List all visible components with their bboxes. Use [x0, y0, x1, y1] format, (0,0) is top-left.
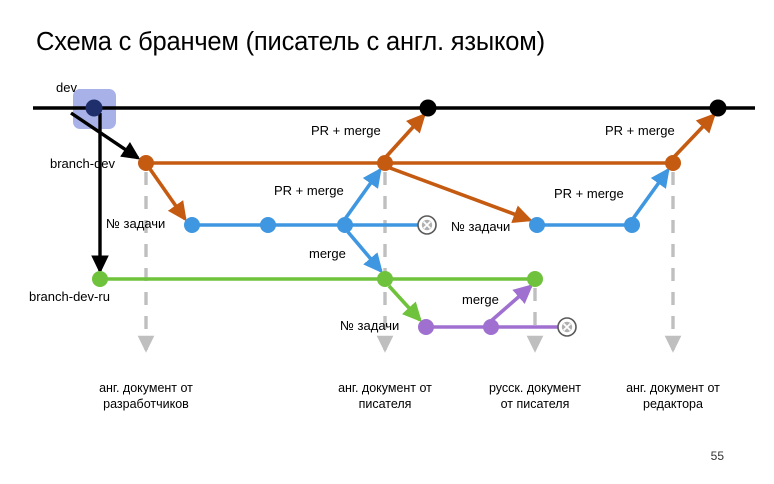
label-pr-merge-3: PR + merge: [605, 123, 675, 138]
node-task-purple-1[interactable]: [418, 319, 434, 335]
label-dev: dev: [56, 80, 77, 95]
node-task-blue-b-1[interactable]: [529, 217, 545, 233]
arrow-branch-dev-to-dev-2: [671, 112, 716, 160]
caption-2-line1: анг. документ от: [338, 381, 432, 395]
label-pr-merge-2: PR + merge: [274, 183, 344, 198]
label-task-purple-1: № задачи: [340, 318, 400, 333]
node-dev-start[interactable]: [85, 99, 103, 117]
label-pr-merge-4: PR + merge: [554, 186, 624, 201]
arrow-branch-dev-to-dev-1: [383, 112, 426, 160]
label-task-blue-1: № задачи: [106, 216, 166, 231]
node-branch-dev-ru-2[interactable]: [377, 271, 393, 287]
node-task-blue-b-2[interactable]: [624, 217, 640, 233]
arrow-task-blue-a-to-branch-dev-ru: [346, 230, 383, 274]
caption-1-line1: анг. документ от: [99, 381, 193, 395]
close-marker-task-purple[interactable]: [557, 317, 577, 337]
arrow-branch-dev-to-task-blue-b: [389, 166, 533, 224]
caption-4-line2: редактора: [643, 397, 703, 411]
dashed-output-lines: [137, 172, 682, 353]
caption-2-line2: писателя: [358, 397, 412, 411]
arrow-task-purple-to-branch-dev-ru: [489, 284, 534, 323]
arrow-branch-dev-ru-to-task-purple: [387, 284, 422, 323]
caption-4-line1: анг. документ от: [626, 381, 720, 395]
node-task-blue-a-2[interactable]: [260, 217, 276, 233]
node-task-purple-2[interactable]: [483, 319, 499, 335]
node-branch-dev-2[interactable]: [377, 155, 393, 171]
label-branch-dev-ru: branch-dev-ru: [29, 289, 110, 304]
caption-4: анг. документ от редактора: [588, 380, 758, 412]
arrow-task-blue-a-to-branch-dev: [343, 167, 382, 221]
caption-3-line2: от писателя: [500, 397, 570, 411]
node-branch-dev-3[interactable]: [665, 155, 681, 171]
node-dev-merge-1[interactable]: [419, 99, 437, 117]
close-marker-task-blue-a[interactable]: [417, 215, 437, 235]
node-branch-dev-ru-1[interactable]: [92, 271, 108, 287]
caption-3: русск. документ от писателя: [450, 380, 620, 412]
caption-1: анг. документ от разработчиков: [61, 380, 231, 412]
node-task-blue-a-3[interactable]: [337, 217, 353, 233]
caption-1-line2: разработчиков: [103, 397, 189, 411]
node-dev-merge-2[interactable]: [709, 99, 727, 117]
caption-3-line1: русск. документ: [489, 381, 581, 395]
label-branch-dev: branch-dev: [50, 156, 116, 171]
page-number: 55: [710, 449, 724, 463]
node-task-blue-a-1[interactable]: [184, 217, 200, 233]
arrow-task-blue-b-to-branch-dev: [630, 167, 670, 222]
page-title: Схема с бранчем (писатель с англ. языком…: [36, 28, 545, 56]
caption-2: анг. документ от писателя: [300, 380, 470, 412]
label-pr-merge-1: PR + merge: [311, 123, 381, 138]
node-branch-dev-1[interactable]: [138, 155, 154, 171]
arrow-dev-to-branch-dev: [70, 111, 141, 160]
arrow-branch-dev-to-task-blue-a: [148, 167, 187, 222]
label-task-blue-2: № задачи: [451, 219, 511, 234]
label-merge-blue-green: merge: [309, 246, 346, 261]
label-merge-purple-green: merge: [462, 292, 499, 307]
node-branch-dev-ru-3[interactable]: [527, 271, 543, 287]
